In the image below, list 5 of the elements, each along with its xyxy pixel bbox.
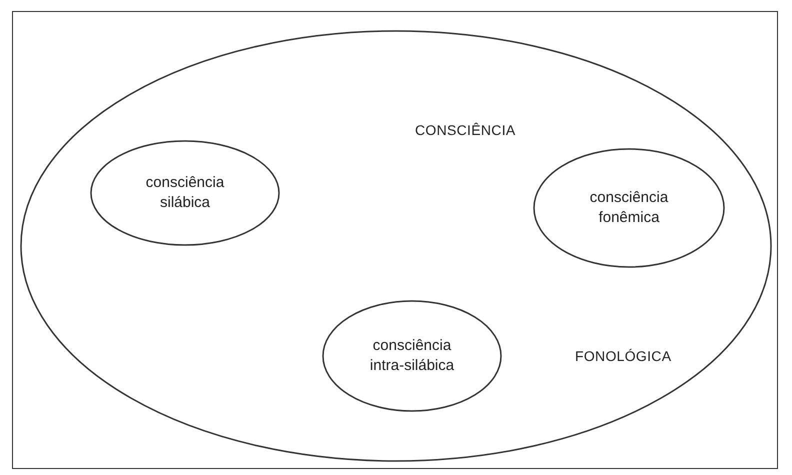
ellipse-label: consciência silábica: [144, 173, 226, 213]
ellipse-label: consciência intra-silábica: [368, 336, 456, 376]
ellipse-label: consciência fonêmica: [588, 188, 670, 228]
set-title: CONSCIÊNCIA: [415, 121, 516, 140]
set-title: FONOLÓGICA: [575, 347, 672, 366]
